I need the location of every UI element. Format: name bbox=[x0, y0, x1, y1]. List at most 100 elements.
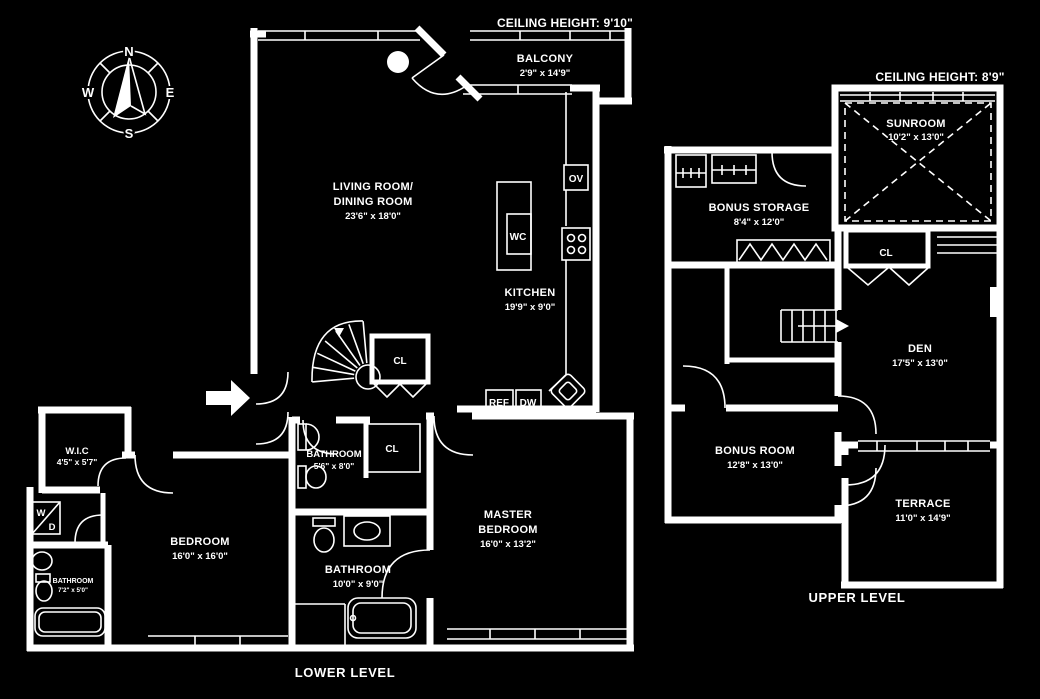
toilet-bowl bbox=[35, 580, 53, 602]
master-bedroom-label-line1: MASTER bbox=[484, 509, 532, 521]
compass-rose: N E S W bbox=[80, 42, 177, 143]
balcony-door-jamb bbox=[414, 25, 447, 58]
compass-s: S bbox=[125, 126, 134, 141]
closet-hanger-zigzag bbox=[738, 242, 828, 262]
toilet-tank bbox=[297, 465, 307, 489]
compass-needle bbox=[113, 56, 131, 118]
kitchen-label: KITCHEN bbox=[505, 287, 556, 299]
door-arc bbox=[74, 514, 104, 544]
closet-bifold-doors bbox=[373, 383, 427, 399]
toilet-tank bbox=[312, 517, 336, 527]
window-band bbox=[148, 635, 288, 647]
corner-sink bbox=[550, 373, 586, 409]
walls-upper-level bbox=[664, 84, 1004, 589]
window-band bbox=[858, 440, 990, 452]
door-arc bbox=[134, 454, 174, 494]
sunroom-label: SUNROOM bbox=[886, 118, 946, 130]
door-arc bbox=[381, 549, 431, 599]
stove-burner bbox=[577, 245, 587, 255]
den-dims: 17'5" x 13'0" bbox=[892, 358, 948, 369]
spiral-staircase bbox=[311, 320, 381, 390]
sunroom-dashed-outline bbox=[844, 102, 992, 222]
upper-details bbox=[675, 151, 1003, 507]
bonus-room-label: BONUS ROOM bbox=[715, 445, 795, 457]
bath-fixtures-lower bbox=[31, 423, 421, 639]
den-label: DEN bbox=[908, 343, 932, 355]
dryer-label: D bbox=[49, 522, 56, 533]
wall-notch bbox=[990, 287, 1003, 317]
door-arc bbox=[255, 411, 289, 445]
washer-label: W bbox=[37, 508, 46, 519]
door-arc bbox=[771, 151, 807, 187]
window-band bbox=[470, 30, 628, 41]
stove-burner bbox=[566, 245, 576, 255]
door-arc bbox=[411, 77, 467, 96]
door-arc bbox=[837, 395, 877, 435]
window-band bbox=[258, 30, 420, 41]
doors-lower bbox=[74, 54, 474, 599]
sink-bowl bbox=[305, 423, 320, 451]
terrace-label: TERRACE bbox=[895, 498, 950, 510]
window-band bbox=[840, 92, 995, 102]
kitchen-fixtures bbox=[387, 51, 591, 413]
door-arc bbox=[255, 371, 289, 405]
ceiling-height-upper: CEILING HEIGHT: 8'9" bbox=[875, 70, 1004, 84]
door-arc bbox=[844, 444, 886, 486]
closet bbox=[675, 154, 707, 188]
bedroom-label: BEDROOM bbox=[170, 536, 230, 548]
closet-upper-label: CL bbox=[879, 248, 892, 259]
toilet-bowl bbox=[313, 527, 335, 553]
closet-master bbox=[365, 423, 421, 473]
bonus-storage-dims: 8'4" x 12'0" bbox=[734, 217, 785, 228]
vanity bbox=[343, 515, 391, 547]
bathtub-inner bbox=[38, 611, 102, 633]
oven bbox=[563, 164, 589, 191]
stove-burner bbox=[566, 233, 576, 243]
closet-bifold-doors bbox=[847, 267, 929, 287]
bathtub bbox=[34, 607, 106, 637]
washer-dryer bbox=[31, 501, 61, 535]
labels-upper-level: CEILING HEIGHT: 8'9" SUNROOM 10'2" x 13'… bbox=[709, 70, 1005, 605]
stairs-arrow-head bbox=[836, 319, 849, 333]
closet-rail bbox=[676, 168, 706, 178]
bathtub-inner bbox=[352, 602, 412, 634]
oven-label: OV bbox=[569, 174, 584, 185]
wic-label: W.I.C bbox=[65, 446, 88, 457]
refrigerator bbox=[485, 389, 514, 413]
shower-wall bbox=[292, 603, 346, 645]
bathroom1-dims: 5'6" x 8'0" bbox=[314, 461, 354, 471]
washer-dryer-diagonal bbox=[31, 501, 61, 535]
closet-master-label: CL bbox=[385, 444, 398, 455]
closet-rail bbox=[712, 165, 756, 175]
entry-arrow bbox=[206, 380, 250, 416]
sink-bowl bbox=[353, 521, 381, 541]
sunroom-walls bbox=[831, 84, 1004, 232]
door-arc bbox=[97, 457, 127, 487]
stair-center bbox=[355, 364, 381, 390]
living-room-dims: 23'6" x 18'0" bbox=[345, 211, 401, 222]
windows-lower bbox=[148, 30, 628, 647]
bathroom3-dims: 7'2" x 5'0" bbox=[58, 587, 88, 594]
door-leaf bbox=[411, 54, 445, 79]
compass-n: N bbox=[124, 44, 133, 59]
walls-lower-level bbox=[26, 25, 634, 652]
wic-dims: 4'5" x 5'7" bbox=[57, 457, 97, 467]
closet bbox=[736, 239, 831, 265]
toilet-bowl bbox=[305, 465, 327, 489]
balcony-door-jamb bbox=[455, 74, 483, 102]
compass-w: W bbox=[82, 85, 95, 100]
window-band bbox=[463, 84, 572, 95]
ceiling-height-lower: CEILING HEIGHT: 9'10" bbox=[497, 16, 633, 30]
upper-level-title: UPPER LEVEL bbox=[809, 590, 906, 605]
kitchen-island bbox=[496, 181, 532, 271]
counter-edge bbox=[548, 92, 567, 392]
compass-e: E bbox=[166, 85, 175, 100]
column bbox=[387, 51, 409, 73]
bonus-room-dims: 12'8" x 13'0" bbox=[727, 460, 783, 471]
master-bedroom-label-line2: BEDROOM bbox=[478, 524, 538, 536]
sunroom-dims: 10'2" x 13'0" bbox=[888, 132, 944, 143]
dishwasher bbox=[515, 389, 542, 413]
bathroom1-label: BATHROOM bbox=[306, 449, 361, 460]
refrigerator-label: REF bbox=[489, 398, 509, 409]
